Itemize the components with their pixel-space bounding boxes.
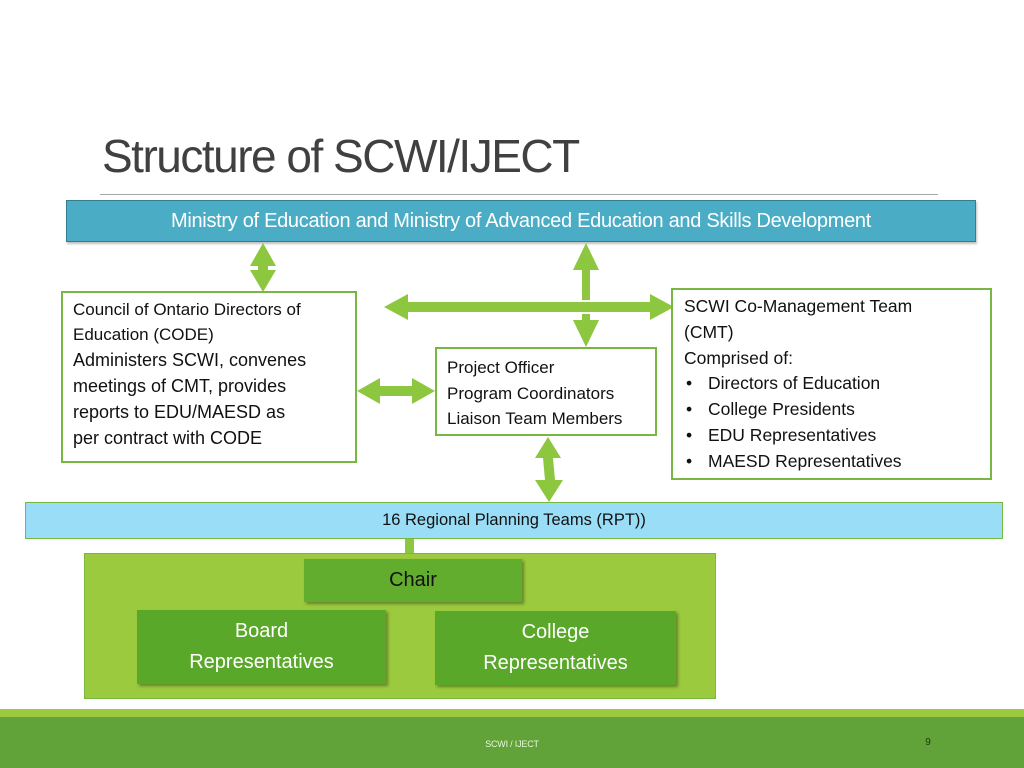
project-officer-box: Project Officer Program Coordinators Lia… bbox=[435, 347, 657, 436]
college-label-line: Representatives bbox=[483, 652, 628, 674]
arrow-ministry-officer-down bbox=[573, 314, 599, 347]
arrow-code-cmt bbox=[384, 294, 674, 320]
college-label-line: College bbox=[521, 621, 590, 643]
code-heading-line: Council of Ontario Directors of bbox=[73, 300, 301, 319]
code-body-line: reports to EDU/MAESD as bbox=[73, 402, 286, 422]
chair-box: Chair bbox=[304, 559, 522, 602]
college-representatives-box: College Representatives bbox=[435, 611, 676, 685]
slide-title: Structure of SCWI/IJECT bbox=[102, 130, 580, 182]
board-representatives-box: Board Representatives bbox=[137, 610, 386, 684]
code-body-line: meetings of CMT, provides bbox=[73, 376, 287, 396]
code-body-line: Administers SCWI, convenes bbox=[73, 350, 307, 370]
arrow-officer-rpt bbox=[535, 437, 563, 502]
footer-bar bbox=[0, 717, 1024, 768]
cmt-box: SCWI Co-Management Team (CMT) Comprised … bbox=[671, 288, 992, 480]
cmt-heading-line: Comprised of: bbox=[684, 347, 793, 368]
arrow-code-officer bbox=[357, 378, 435, 404]
cmt-member: College Presidents bbox=[684, 397, 979, 423]
cmt-member-list: Directors of Education College President… bbox=[684, 371, 979, 474]
chair-label: Chair bbox=[389, 569, 437, 591]
ministry-label: Ministry of Education and Ministry of Ad… bbox=[170, 209, 871, 232]
officer-line: Program Coordinators bbox=[447, 383, 615, 403]
footer-text: SCWI / IJECT bbox=[485, 739, 539, 749]
rpt-label: 16 Regional Planning Teams (RPT)) bbox=[382, 511, 646, 529]
board-label-line: Representatives bbox=[189, 651, 334, 673]
cmt-member: Directors of Education bbox=[684, 371, 979, 397]
cmt-heading-line: SCWI Co-Management Team bbox=[684, 296, 913, 316]
officer-line: Project Officer bbox=[447, 358, 555, 377]
cmt-member: EDU Representatives bbox=[684, 423, 979, 449]
code-body-line: per contract with CODE bbox=[73, 428, 263, 448]
footer-stripe bbox=[0, 709, 1024, 718]
title-divider bbox=[100, 194, 938, 195]
cmt-member: MAESD Representatives bbox=[684, 449, 979, 475]
page-number: 9 bbox=[925, 737, 931, 748]
rpt-bar: 16 Regional Planning Teams (RPT)) bbox=[25, 502, 1003, 539]
arrow-ministry-officer-up bbox=[573, 243, 599, 300]
arrow-ministry-code bbox=[250, 243, 276, 292]
officer-line: Liaison Team Members bbox=[447, 409, 623, 428]
board-label-line: Board bbox=[234, 620, 289, 642]
code-heading-line: Education (CODE) bbox=[73, 325, 214, 344]
cmt-heading-line: (CMT) bbox=[684, 321, 734, 342]
ministry-box: Ministry of Education and Ministry of Ad… bbox=[66, 200, 976, 242]
code-box: Council of Ontario Directors of Educatio… bbox=[61, 291, 357, 463]
